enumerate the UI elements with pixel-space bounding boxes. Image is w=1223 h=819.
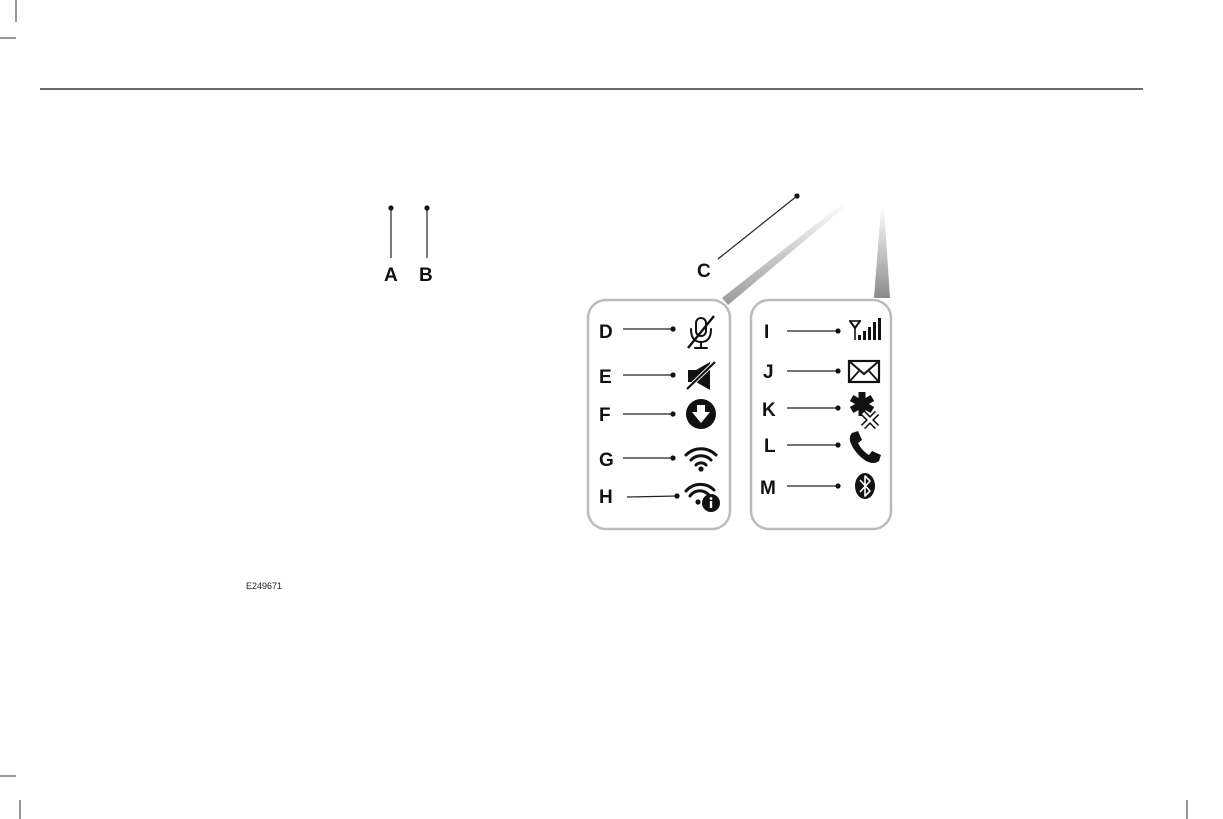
zoom-wedge-left [722, 202, 846, 305]
callout-label-c: C [697, 261, 711, 282]
callout-label-l: L [764, 436, 776, 457]
callout-label-a: A [384, 265, 398, 286]
callout-a: A [384, 205, 398, 286]
image-code: E249671 [246, 581, 282, 591]
callout-label-j: J [763, 362, 774, 383]
callout-label-d: D [599, 322, 613, 343]
bluetooth-icon [855, 473, 875, 499]
callout-c: C [697, 193, 800, 282]
callout-label-m: M [760, 478, 776, 499]
callout-label-h: H [599, 487, 613, 508]
callout-label-e: E [599, 367, 612, 388]
envelope-icon [849, 361, 879, 382]
callout-label-f: F [599, 405, 611, 426]
callout-label-g: G [599, 450, 614, 471]
callout-label-b: B [419, 265, 433, 286]
callout-label-k: K [762, 400, 776, 421]
zoom-wedge-right [874, 207, 890, 298]
download-icon [686, 399, 716, 429]
callout-b: B [419, 205, 433, 286]
callout-label-i: I [764, 322, 769, 343]
